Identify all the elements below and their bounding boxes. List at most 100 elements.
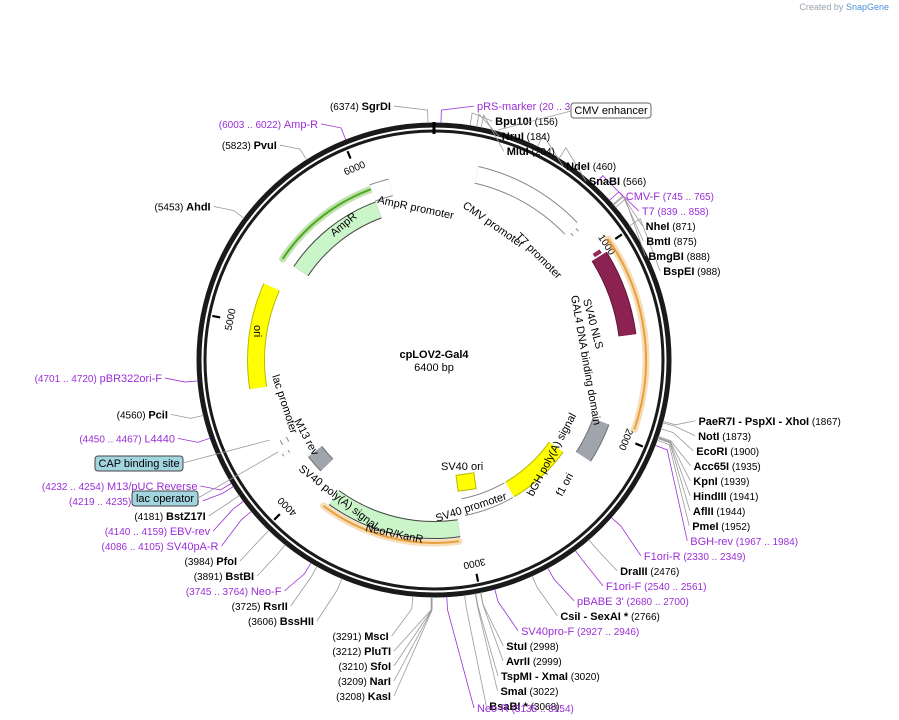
leader-f1ori-r — [610, 517, 642, 557]
enzyme-label-sgrdi: (6374) SgrDI — [330, 101, 391, 113]
leader-pbr322ori-f — [164, 377, 198, 383]
leader-sgrdi — [393, 105, 429, 124]
enzyme-label-acc65i: Acc65I (1935) — [694, 461, 761, 473]
feature-label-sv40-promoter: SV40 promoter — [434, 490, 508, 524]
leader-stui — [480, 592, 504, 646]
site-name: MluI — [507, 146, 529, 158]
site-position: (3212) — [332, 647, 364, 658]
site-name: EcoRI — [696, 446, 727, 458]
leader-paer7i-pspxi-xhoi — [662, 420, 696, 426]
site-name: F1ori-F — [606, 581, 642, 593]
primer-label-sv40pa-r: (4086 .. 4105) SV40pA-R — [101, 541, 218, 553]
feature-ampr — [294, 202, 382, 276]
site-position: (6374) — [330, 102, 362, 113]
site-position: (839 .. 858) — [655, 207, 709, 218]
enzyme-label-ahdi: (5453) AhdI — [154, 201, 210, 213]
orf-arcs — [279, 184, 650, 547]
leader-bspei — [629, 218, 661, 272]
site-name: DraIII — [620, 566, 648, 578]
site-name: AvrII — [506, 656, 530, 668]
leader-kasi — [393, 596, 433, 697]
site-name: CMV-F — [626, 191, 661, 203]
enzyme-label-bspei: BspEI (988) — [663, 266, 720, 278]
enzyme-label-tspmi-xmai: TspMI - XmaI (3020) — [501, 671, 600, 683]
site-name: BGH-rev — [690, 536, 733, 548]
site-position: (4450 .. 4467) — [79, 434, 144, 445]
site-name: KpnI — [693, 476, 717, 488]
leader-ecori — [660, 428, 694, 452]
feature-f1-ori — [505, 442, 563, 497]
tick-label-5000: 5000 — [224, 307, 239, 331]
leader-snabi — [558, 146, 587, 182]
feature-ampr-promoter — [369, 179, 393, 201]
orf-amp — [281, 187, 375, 260]
leader-bsabi — [464, 594, 487, 706]
leader-ndei — [537, 134, 564, 167]
enzyme-label-bmti: BmtI (875) — [646, 236, 697, 248]
leader-bstbi — [256, 544, 286, 577]
leader-m13-reverse — [202, 486, 234, 502]
enzyme-label-pluti: (3212) PluTI — [332, 646, 391, 658]
leader-nrui — [476, 113, 500, 137]
site-name: MscI — [364, 631, 388, 643]
feature-label-t7-promoter: T7 promoter — [513, 231, 564, 282]
tick-label-6000: 6000 — [342, 159, 367, 178]
leader-csii-sexai — [531, 575, 558, 617]
site-name: StuI — [506, 641, 527, 653]
site-position: (4701 .. 4720) — [35, 374, 100, 385]
leader-bgh-rev — [654, 444, 688, 541]
feature-arrows — [247, 166, 637, 539]
site-name: TspMI - XmaI — [501, 671, 568, 683]
leader-bsshii — [316, 578, 343, 622]
leader-prs-marker — [440, 105, 475, 124]
label-leader-lines — [164, 105, 696, 709]
leader-amp-r — [320, 123, 347, 141]
feature-t7-promoter — [571, 228, 579, 236]
enzyme-label-nrui: NruI (184) — [502, 131, 550, 143]
leader-bstz17i — [208, 494, 240, 517]
boxed-label-cap-binding-site: CAP binding site — [94, 439, 271, 472]
leader-pluti — [393, 596, 432, 652]
site-name: M13/pUC Reverse — [107, 481, 197, 493]
leader-msci — [391, 596, 414, 637]
primer-label-f1ori-r: F1ori-R (2330 .. 2349) — [644, 551, 746, 563]
site-name: Bpu10I — [495, 116, 532, 128]
site-position: (1867) — [809, 417, 841, 428]
site-position: (888) — [684, 252, 710, 263]
leader-hindiii — [657, 437, 691, 496]
leader-acc65i — [658, 436, 691, 467]
site-position: (5453) — [154, 202, 186, 213]
site-position: (4560) — [117, 410, 149, 421]
snapgene-logo-text: SnapGene — [845, 2, 889, 12]
site-name: SfoI — [370, 661, 391, 673]
site-position: (2998) — [527, 642, 559, 653]
feature-bgh-poly-a-signal — [576, 418, 609, 462]
enzyme-label-pfoi: (3984) PfoI — [185, 556, 237, 568]
feature-m13-rev — [282, 450, 290, 456]
tick-5000 — [212, 314, 221, 319]
site-name: PvuI — [254, 140, 277, 152]
primer-label-t7: T7 (839 .. 858) — [642, 206, 709, 218]
site-name: BmtI — [646, 236, 670, 248]
tick-label-3000: 3000 — [462, 555, 486, 570]
enzyme-label-bpu10i: Bpu10I (156) — [495, 116, 558, 128]
leader-pbabe-3 — [547, 567, 575, 602]
site-position: (3022) — [527, 687, 559, 698]
site-position: (2766) — [628, 612, 660, 623]
enzyme-label-kasi: (3208) KasI — [336, 691, 391, 703]
leader-ebv-rev — [212, 500, 244, 532]
site-position: (4140 .. 4159) — [105, 527, 170, 538]
feature-label-sv40-polya: SV40 poly(A) signal — [296, 463, 380, 532]
credit-text: Created by — [799, 2, 844, 12]
leader-ahdi — [213, 206, 245, 219]
site-position: (6003 .. 6022) — [219, 120, 284, 131]
tick-1000 — [614, 233, 623, 240]
site-position: (745 .. 765) — [660, 192, 714, 203]
site-name: PciI — [148, 409, 168, 421]
site-position: (4232 .. 4254) — [42, 482, 107, 493]
site-position: (156) — [532, 117, 558, 128]
feature-sv40-nls — [593, 249, 601, 257]
feature-sv40-promoter — [461, 483, 513, 515]
site-name: SV40pro-F — [521, 626, 574, 638]
site-position: (2680 .. 2700) — [624, 597, 689, 608]
